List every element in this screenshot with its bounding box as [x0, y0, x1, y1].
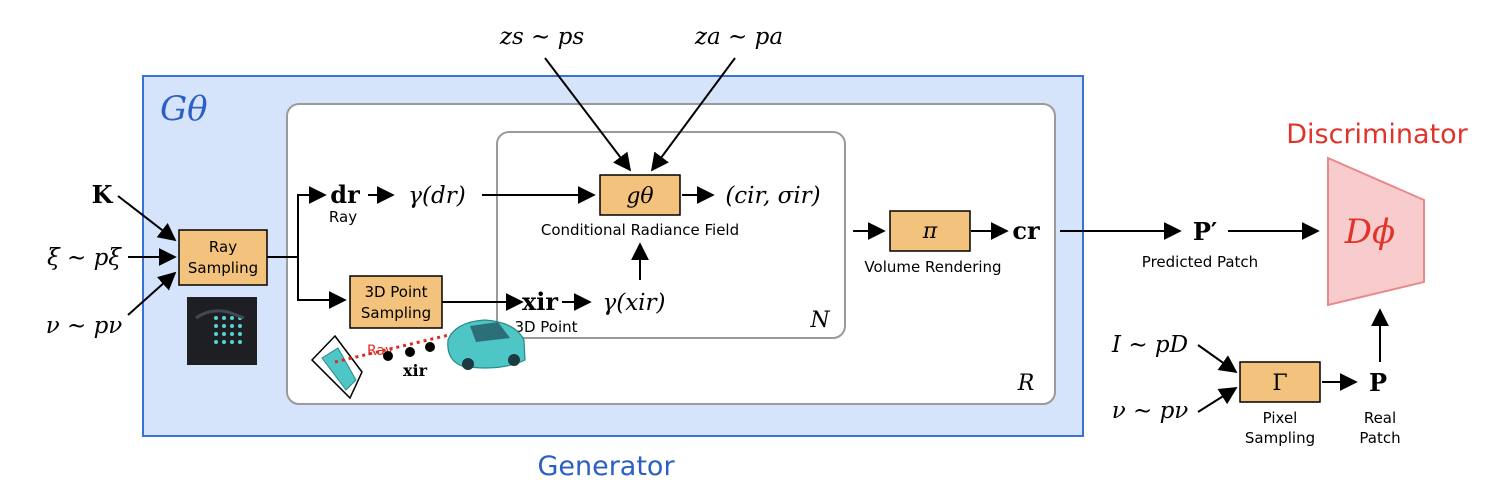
label-gamma-x: γ(xir)	[602, 290, 665, 316]
label-gamma-d: γ(dr)	[408, 183, 465, 209]
arrow-zs-to-g	[544, 57, 632, 172]
g-theta-box	[599, 174, 681, 216]
pi-box	[889, 210, 971, 252]
arrow-za-to-g	[650, 57, 736, 172]
label-p-prime: P′	[1193, 217, 1217, 246]
label-real-patch-2: Patch	[1359, 429, 1400, 447]
label-cr: cr	[1012, 216, 1040, 245]
input-xi: ξ ∼ pξ	[47, 245, 122, 271]
label-pixel-sampling-2: Sampling	[1245, 429, 1315, 447]
discriminator-shape	[1327, 156, 1425, 307]
label-xr: xir	[522, 287, 558, 316]
gamma-box	[1239, 361, 1321, 403]
latent-zs: zs ∼ ps	[499, 24, 585, 50]
ray-sampling-box	[178, 229, 268, 286]
label-predicted-patch: Predicted Patch	[1142, 253, 1258, 271]
label-ray: Ray	[329, 208, 357, 226]
pi-box-label: π	[922, 219, 938, 244]
label-image-input: I ∼ pD	[1111, 332, 1188, 358]
arrow-to-point-sampling	[297, 257, 347, 309]
label-p: P	[1369, 368, 1387, 397]
label-pixel-sampling-1: Pixel	[1263, 409, 1298, 427]
svg-text:xir: xir	[403, 361, 428, 380]
latent-za: za ∼ pa	[694, 24, 783, 50]
label-d-phi: Dϕ	[1344, 212, 1395, 252]
label-crf-output: (cir, σir)	[725, 183, 820, 209]
label-real-patch-1: Real	[1364, 409, 1396, 427]
radiance-field-region	[496, 131, 846, 339]
gamma-box-label: Γ	[1272, 371, 1287, 396]
g-theta-box-label: gθ	[626, 184, 653, 209]
input-k: K	[92, 180, 114, 209]
label-volume-rendering: Volume Rendering	[864, 258, 1001, 276]
camera-thumbnail	[187, 297, 257, 365]
label-3d-point: 3D Point	[514, 318, 577, 336]
point-sampling-label-2: Sampling	[361, 304, 431, 322]
arrow-k-to-ray	[117, 195, 177, 242]
ray-sampling-label-1: Ray	[209, 238, 237, 256]
ray-illustration: Ray xir	[310, 319, 526, 400]
label-r: R	[1017, 371, 1035, 396]
label-n: N	[809, 308, 830, 333]
label-dr: dr	[330, 180, 360, 209]
arrow-nu-to-ray	[127, 271, 177, 316]
point-sampling-label-1: 3D Point	[364, 283, 427, 301]
label-nu-real: ν ∼ pν	[1112, 398, 1189, 424]
generator-title: Generator	[537, 451, 675, 482]
discriminator-title: Discriminator	[1286, 119, 1468, 150]
ray-sampling-label-2: Sampling	[188, 259, 258, 277]
label-crf: Conditional Radiance Field	[541, 221, 739, 239]
arrow-to-dr	[297, 186, 327, 257]
input-nu: ν ∼ pν	[46, 313, 123, 339]
g-theta-label: Gθ	[160, 89, 208, 129]
